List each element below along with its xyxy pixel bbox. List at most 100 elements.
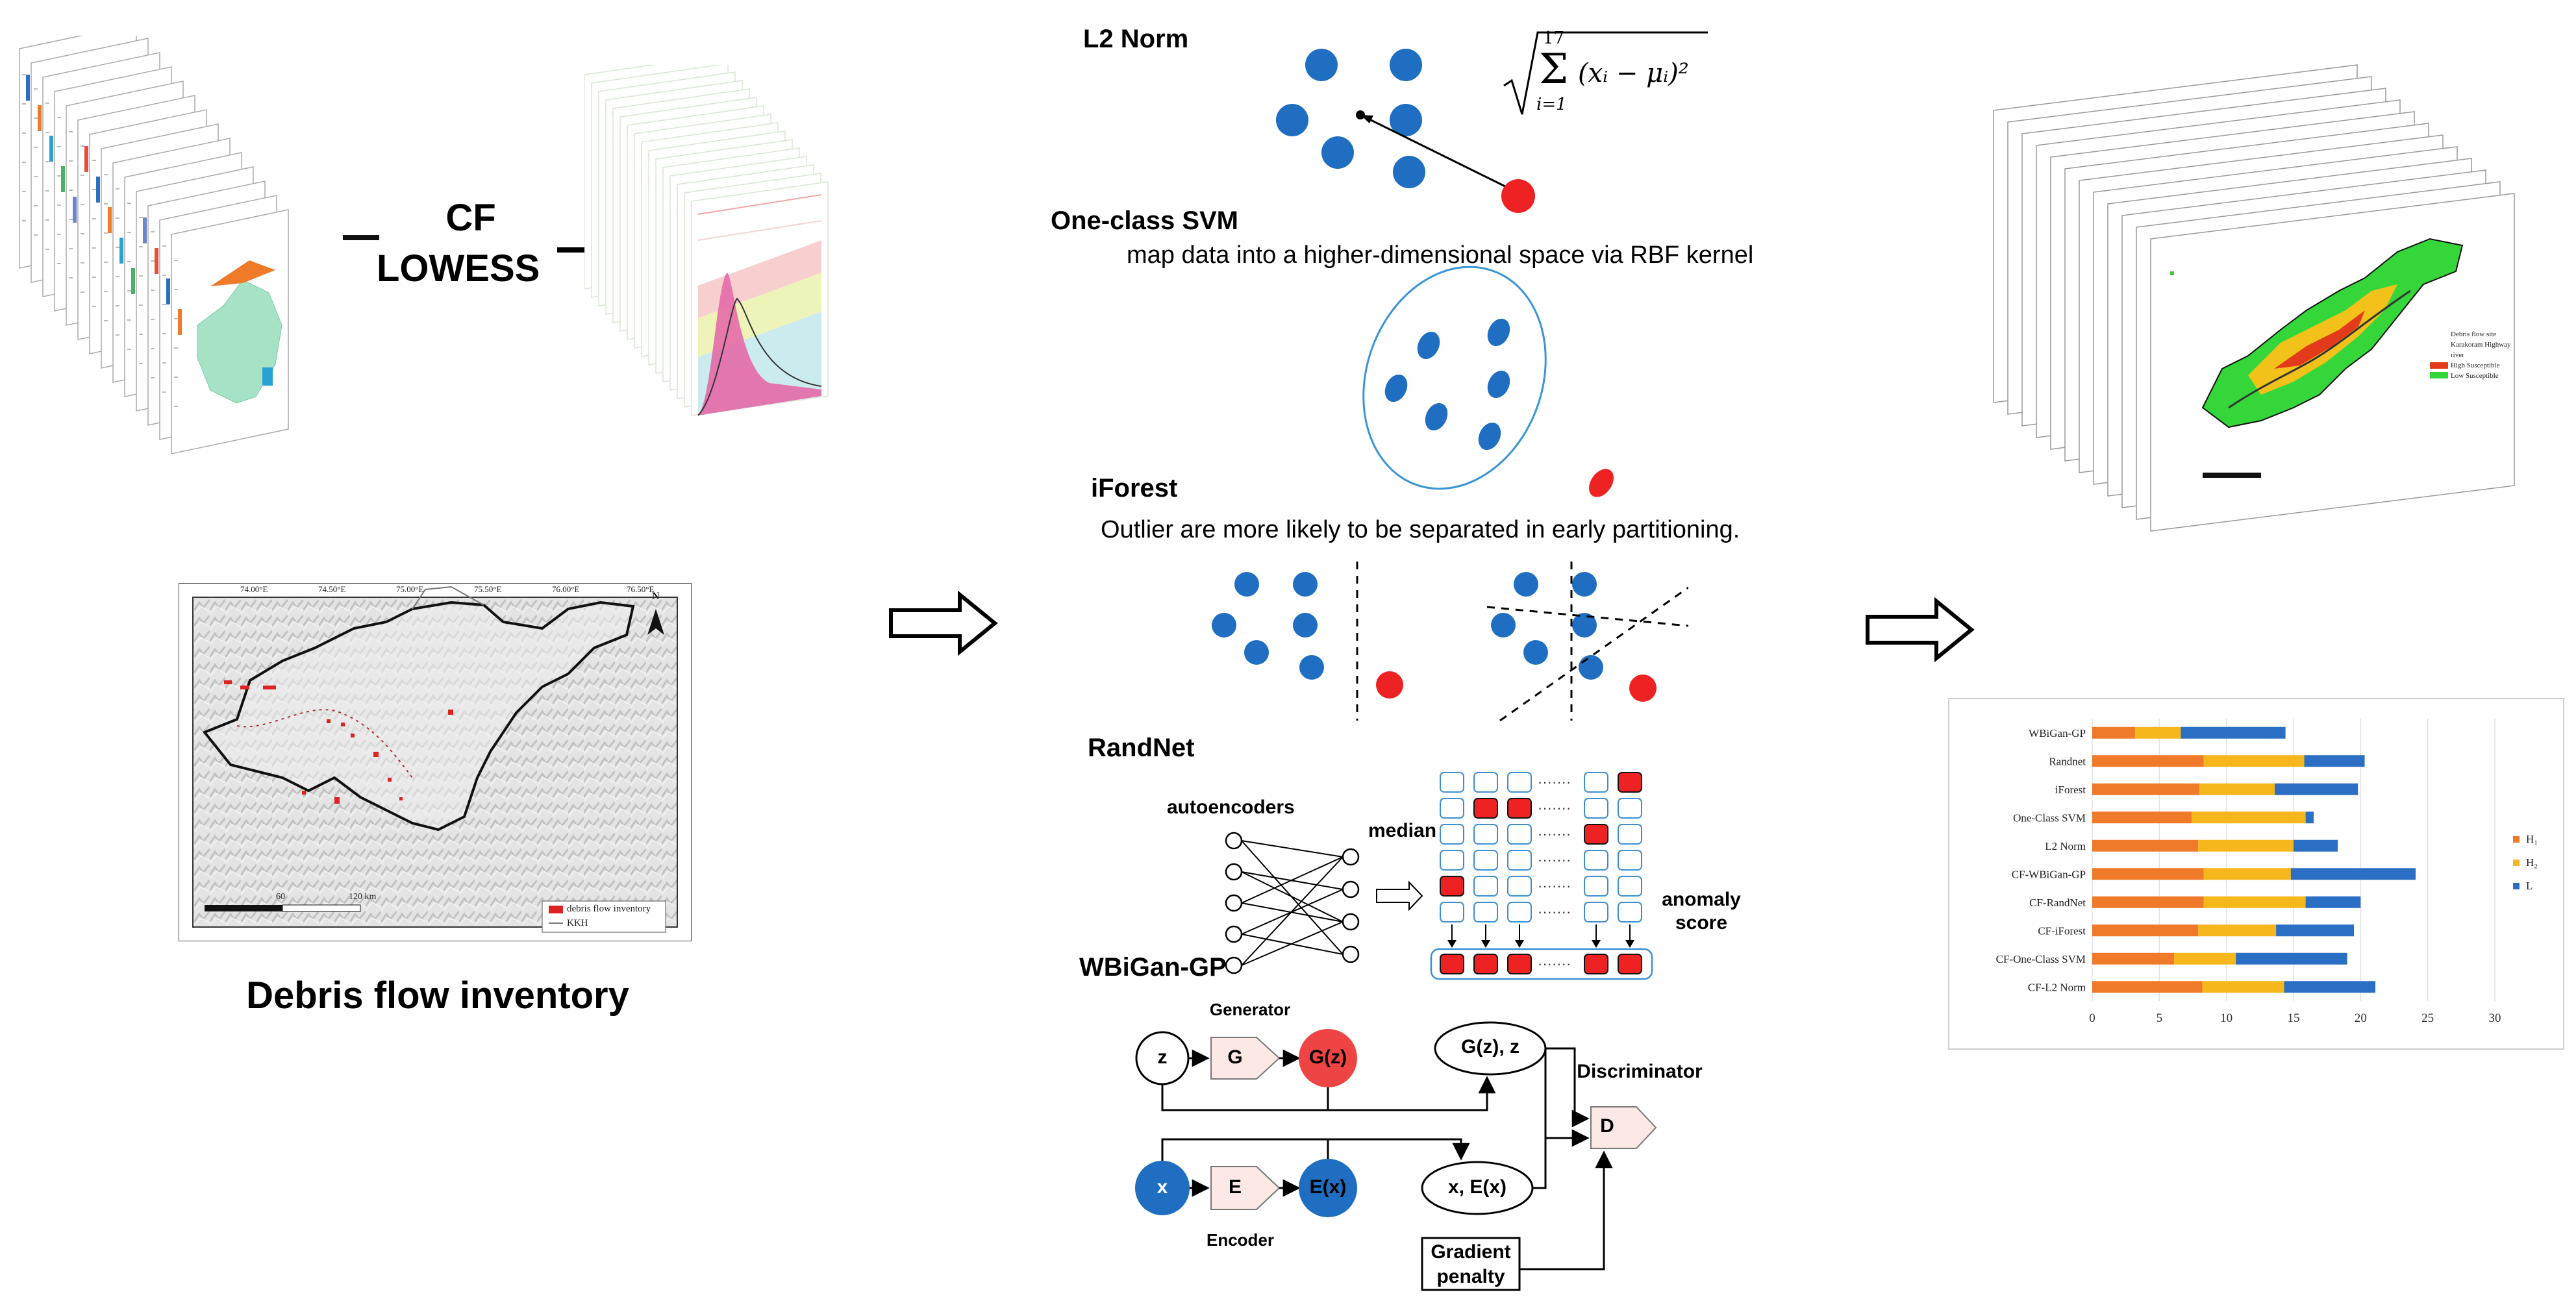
debris-sites: [224, 680, 453, 804]
category-label: Randnet: [2049, 755, 2086, 767]
score-cell: [1473, 772, 1498, 793]
lon-tick: 74.50°E: [318, 584, 346, 594]
dots-label: ·······: [1538, 878, 1571, 894]
legend-kkh-label: KKH: [567, 918, 588, 928]
raw-factor-map-stack: [19, 36, 289, 454]
score-cell: [1584, 850, 1608, 871]
randnet-title: RandNet: [1088, 734, 1195, 762]
penalty-label: penalty: [1436, 1266, 1505, 1287]
inventory-map-svg: [178, 582, 692, 942]
ae-node: [1225, 925, 1243, 943]
score-cell: [1584, 824, 1608, 845]
bar-segment: [2203, 868, 2291, 880]
score-cell: [1507, 954, 1532, 974]
score-cell: [1440, 876, 1464, 897]
category-label: WBiGan-GP: [2029, 727, 2086, 739]
legend-swatch: [2513, 883, 2520, 889]
score-cell: [1507, 798, 1532, 819]
l2-formula-root: [1503, 31, 1708, 115]
score-cell: [1440, 954, 1464, 974]
category-label: CF-WBiGan-GP: [2012, 868, 2086, 880]
formula-body: (xᵢ − μᵢ)²: [1578, 58, 1689, 88]
lowess-label: LOWESS: [377, 247, 540, 290]
gz-z-pair-label: G(z), z: [1461, 1036, 1519, 1058]
lon-tick: 76.00°E: [552, 584, 580, 594]
iforest-desc: Outlier are more likely to be separated …: [1101, 516, 1740, 543]
score-cell: [1618, 798, 1642, 819]
bar-segment: [2198, 924, 2277, 937]
score-cell: [1618, 824, 1642, 845]
ae-node: [1342, 945, 1360, 963]
hollow-arrow-icon: [1376, 880, 1423, 911]
d-node-label: D: [1600, 1115, 1614, 1137]
dots-label: ·······: [1538, 826, 1571, 842]
score-cell: [1584, 954, 1608, 974]
wbigan-title: WBiGan-GP: [1079, 953, 1227, 982]
anomaly-label: anomaly score: [1662, 889, 1741, 934]
legend-swatch: [2513, 836, 2520, 843]
bar-segment: [2092, 896, 2204, 908]
ae-node: [1225, 956, 1243, 974]
ex-node-label: E(x): [1309, 1176, 1347, 1198]
x-tick-label: 0: [2089, 1011, 2095, 1025]
lon-tick: 76.50°E: [627, 584, 655, 594]
score-cell: [1618, 772, 1642, 793]
category-label: One-Class SVM: [2013, 811, 2086, 824]
bar-segment: [2092, 924, 2199, 937]
z-node-label: z: [1157, 1046, 1168, 1068]
cf-label: CF: [445, 197, 496, 239]
category-label: CF-iForest: [2038, 924, 2086, 937]
formula-sum: Σ: [1539, 45, 1569, 93]
bar-segment: [2092, 755, 2204, 767]
score-cell: [1473, 824, 1498, 845]
bar-segment: [2275, 783, 2358, 795]
ae-edge: [1241, 921, 1344, 966]
category-label: L2 Norm: [2045, 840, 2086, 852]
category-label: CF-L2 Norm: [2028, 981, 2086, 993]
map-legend-label: river: [2451, 351, 2464, 359]
legend-debris-label: debris flow inventory: [567, 904, 651, 914]
scale-end-label: 120 km: [349, 892, 377, 902]
north-label: N: [652, 591, 660, 602]
bar-segment: [2181, 726, 2286, 739]
arrowhead-icon: [1481, 940, 1490, 948]
map-legend-label: Low Susceptible: [2451, 372, 2499, 380]
bar-segment: [2092, 726, 2136, 739]
formula-upper: 17: [1543, 29, 1565, 48]
score-cell: [1440, 902, 1464, 922]
bar-segment: [2203, 896, 2306, 908]
bar-segment: [2135, 726, 2181, 739]
ae-node: [1225, 894, 1243, 912]
ae-node: [1342, 880, 1360, 898]
formula-lower: i=1: [1536, 95, 1567, 114]
median-label: median: [1368, 820, 1437, 841]
score-cell: [1618, 954, 1642, 974]
bar-segment: [2174, 952, 2236, 965]
map-legend-label: High Susceptible: [2451, 362, 2500, 369]
score-cell: [1618, 850, 1642, 871]
arrowhead-icon: [1625, 940, 1634, 948]
score-cell: [1473, 798, 1498, 819]
score-cell: [1507, 876, 1532, 897]
bar-segment: [2276, 924, 2354, 937]
score-cell: [1440, 772, 1464, 793]
score-cell: [1584, 772, 1608, 793]
front-factor-map: [197, 260, 282, 404]
category-label: iForest: [2055, 784, 2086, 796]
score-cell: [1618, 876, 1642, 897]
bar-segment: [2203, 755, 2305, 767]
ae-node: [1225, 863, 1243, 881]
score-cell: [1440, 798, 1464, 819]
dots-label: ·······: [1538, 774, 1571, 790]
ocsvm-title: One-class SVM: [1051, 206, 1239, 235]
score-cell: [1473, 954, 1498, 974]
flow-arrow-icon: [1866, 597, 1975, 662]
inventory-map: debris flow inventory KKH 60 120 km N 74…: [178, 582, 692, 942]
arrowhead-icon: [1447, 940, 1457, 948]
score-cell: [1473, 902, 1498, 922]
l2-norm-diagram: [1276, 49, 1535, 213]
map-legend-label: Karakoram Highway: [2451, 341, 2511, 349]
bar-segment: [2198, 839, 2294, 852]
category-label: CF-RandNet: [2029, 897, 2086, 909]
scale-zero-label: 60: [276, 892, 285, 902]
